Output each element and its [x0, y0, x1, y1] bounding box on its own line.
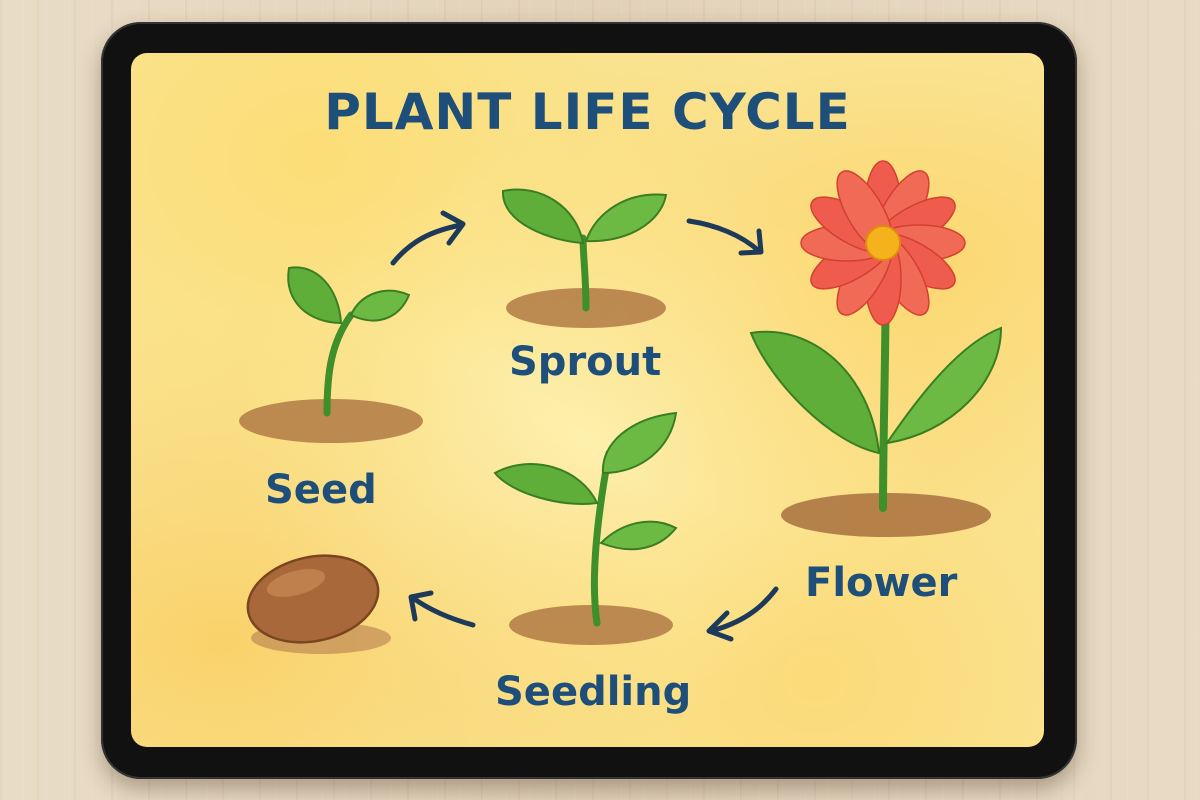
stage-label-sprout: Sprout [509, 339, 662, 385]
stage-label-seedling: Seedling [495, 669, 692, 715]
flower-center [865, 225, 901, 261]
soil-mound-seed-stage [239, 399, 423, 443]
seed-stage-plant [287, 266, 411, 417]
life-cycle-illustration [239, 160, 1003, 654]
stage-label-seed: Seed [265, 467, 377, 513]
diagram-title: PLANT LIFE CYCLE [324, 83, 851, 141]
stage-label-flower: Flower [805, 560, 958, 606]
arrow-seedling-to-seed [408, 590, 476, 628]
soil-mound-seedling-stage [509, 605, 673, 645]
sprout-stage-plant [501, 188, 668, 312]
seedling-stage-plant [493, 411, 678, 627]
arrow-sprout-to-flower [686, 218, 764, 256]
flower-stage-plant [749, 160, 1003, 512]
tablet-screen: PLANT LIFE CYCLE [131, 53, 1044, 747]
arrow-seed-to-sprout [390, 210, 466, 266]
soil-mound-flower-stage [781, 493, 991, 537]
seed-highlight [266, 569, 326, 597]
arrow-flower-to-seedling [706, 586, 779, 642]
flower-petals [800, 160, 966, 326]
